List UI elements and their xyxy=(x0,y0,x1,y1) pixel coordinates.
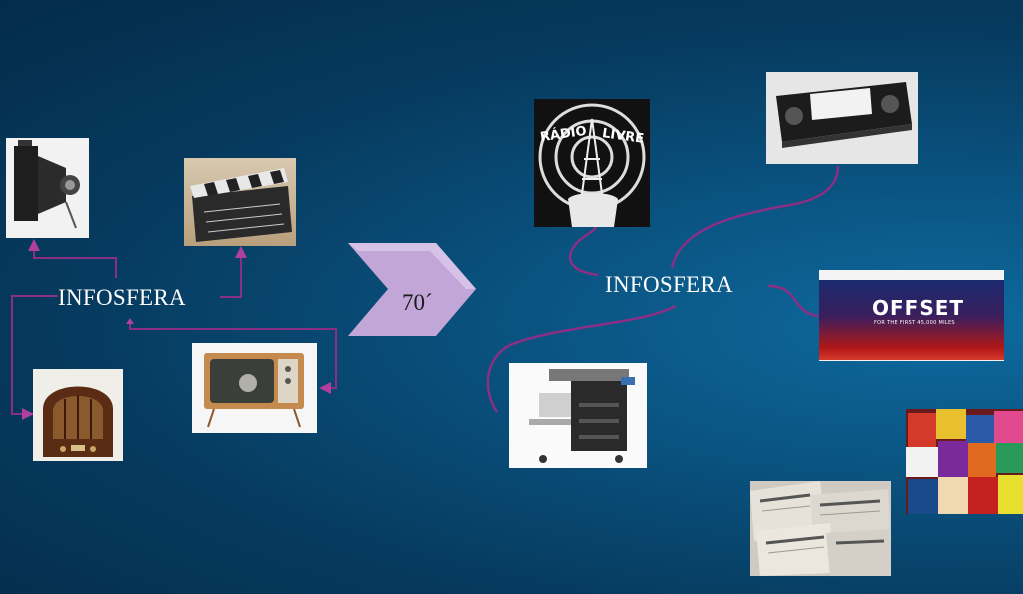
link-camera xyxy=(28,239,117,278)
film-clapperboard-image xyxy=(184,158,296,246)
radio-livre-image: RÁDIO LIVRE xyxy=(534,99,650,227)
offset-color-band xyxy=(819,280,1004,360)
link-clapper xyxy=(220,246,247,298)
link-radio-livre xyxy=(568,225,599,277)
antique-radio-image xyxy=(33,369,123,461)
vintage-tv-image xyxy=(192,343,317,433)
era-label: 70´ xyxy=(402,290,433,315)
photocopier-image xyxy=(509,363,647,468)
link-vhs xyxy=(670,165,840,269)
link-offset xyxy=(767,284,819,318)
magazines-collage-image xyxy=(906,409,1023,514)
vhs-cassette-image xyxy=(766,72,918,164)
offset-title: OFFSET xyxy=(872,296,965,320)
infosfera-right-label: INFOSFERA xyxy=(605,272,733,297)
offset-subtitle: FOR THE FIRST 45,000 MILES xyxy=(874,320,955,326)
infosfera-left-label: INFOSFERA xyxy=(58,285,186,310)
offset-print-image xyxy=(819,270,1004,361)
newspapers-image xyxy=(750,481,891,576)
era-chevron xyxy=(348,243,476,336)
folding-camera-image xyxy=(6,138,89,238)
